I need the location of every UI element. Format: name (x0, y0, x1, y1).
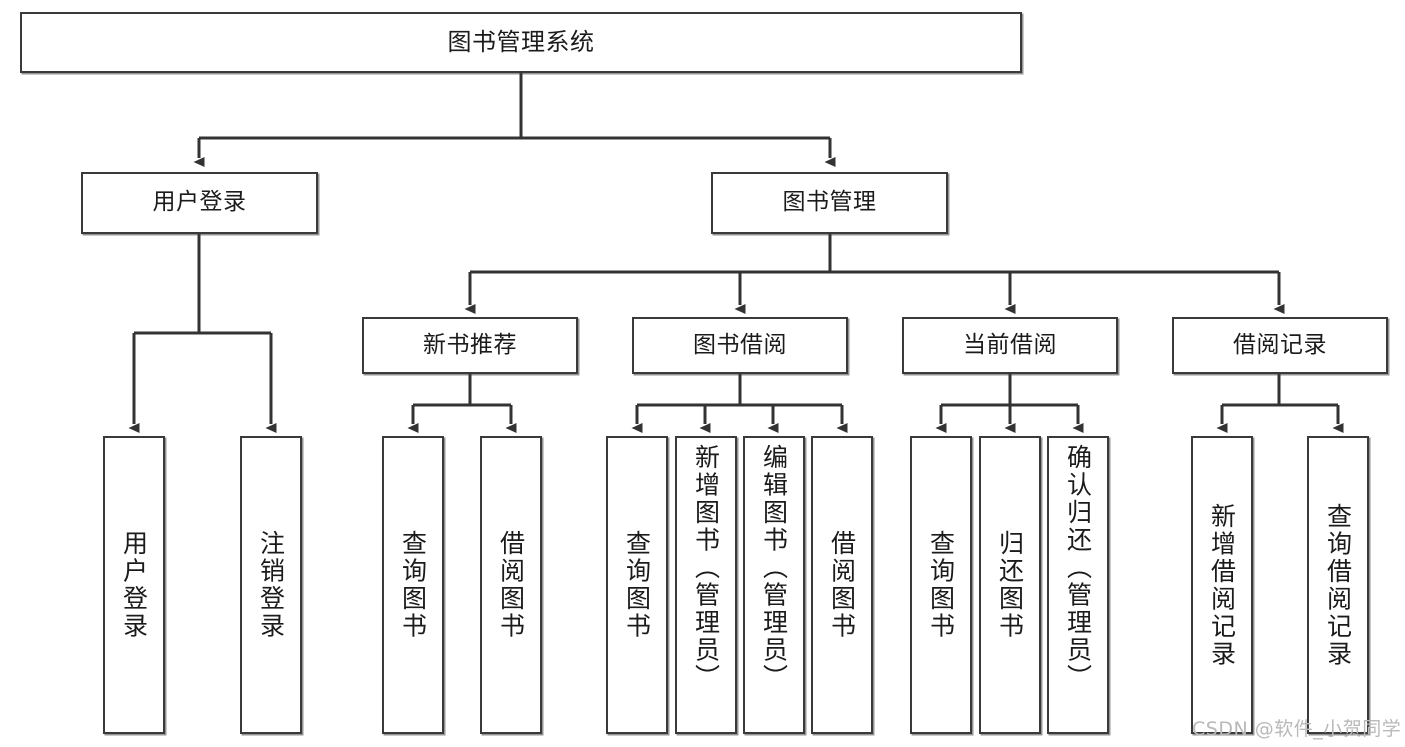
node-leaf-edit-book-label: 编辑图书（管理员） (759, 444, 789, 692)
node-leaf-borrow-book-1-label: 借阅图书 (496, 530, 526, 640)
node-current-borrow-label: 当前借阅 (963, 331, 1057, 358)
node-leaf-borrow-book-2-label: 借阅图书 (827, 530, 857, 640)
node-book-manage-label: 图书管理 (782, 189, 877, 216)
node-leaf-add-book-label: 新增图书（管理员） (691, 444, 721, 692)
node-leaf-logout-label: 注销登录 (256, 530, 286, 640)
node-leaf-query-book-3-label: 查询图书 (926, 530, 956, 640)
node-leaf-query-record-label: 查询借阅记录 (1323, 502, 1353, 668)
node-leaf-query-book-3[interactable]: 查询图书 (910, 436, 972, 734)
node-book-manage[interactable]: 图书管理 (711, 172, 948, 234)
node-leaf-query-book-1[interactable]: 查询图书 (382, 436, 444, 734)
node-borrow-record-label: 借阅记录 (1233, 331, 1327, 358)
node-leaf-add-record[interactable]: 新增借阅记录 (1191, 436, 1253, 734)
node-leaf-confirm-return-label: 确认归还（管理员） (1063, 444, 1093, 692)
node-leaf-user-login-label: 用户登录 (119, 530, 149, 640)
node-user-login[interactable]: 用户登录 (81, 172, 318, 234)
node-leaf-return-book-label: 归还图书 (995, 530, 1025, 640)
node-leaf-borrow-book-1[interactable]: 借阅图书 (480, 436, 542, 734)
node-root-label: 图书管理系统 (447, 28, 595, 57)
node-book-borrow-label: 图书借阅 (693, 331, 787, 358)
node-new-book-recommend-label: 新书推荐 (423, 331, 517, 358)
node-leaf-confirm-return[interactable]: 确认归还（管理员） (1047, 436, 1109, 734)
node-current-borrow[interactable]: 当前借阅 (902, 317, 1118, 374)
node-root[interactable]: 图书管理系统 (20, 12, 1022, 73)
node-leaf-query-book-1-label: 查询图书 (398, 530, 428, 640)
node-leaf-logout[interactable]: 注销登录 (240, 436, 302, 734)
node-leaf-user-login[interactable]: 用户登录 (103, 436, 165, 734)
node-leaf-add-record-label: 新增借阅记录 (1207, 502, 1237, 668)
node-borrow-record[interactable]: 借阅记录 (1172, 317, 1388, 374)
node-leaf-query-record[interactable]: 查询借阅记录 (1307, 436, 1369, 734)
node-book-borrow[interactable]: 图书借阅 (632, 317, 848, 374)
csdn-watermark: CSDN @软件_小贺同学 (1192, 718, 1402, 740)
node-new-book-recommend[interactable]: 新书推荐 (362, 317, 578, 374)
node-leaf-borrow-book-2[interactable]: 借阅图书 (811, 436, 873, 734)
node-leaf-add-book[interactable]: 新增图书（管理员） (675, 436, 737, 734)
node-user-login-label: 用户登录 (152, 189, 247, 216)
node-leaf-return-book[interactable]: 归还图书 (979, 436, 1041, 734)
node-leaf-query-book-2-label: 查询图书 (622, 530, 652, 640)
node-leaf-edit-book[interactable]: 编辑图书（管理员） (743, 436, 805, 734)
node-leaf-query-book-2[interactable]: 查询图书 (606, 436, 668, 734)
